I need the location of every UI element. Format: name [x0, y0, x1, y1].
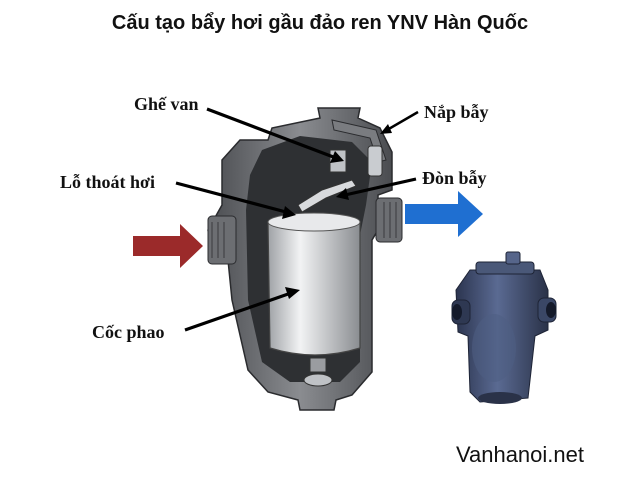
website-watermark: Vanhanoi.net — [456, 442, 584, 468]
label-valve-seat: Ghế van — [134, 94, 199, 115]
outlet-arrow — [405, 191, 483, 237]
label-cap: Nắp bẫy — [424, 102, 489, 123]
label-vent-hole: Lỗ thoát hơi — [60, 172, 155, 193]
label-bucket: Cốc phao — [92, 322, 165, 343]
product-photo — [452, 252, 556, 404]
trap-body — [208, 108, 402, 410]
inlet-arrow — [133, 224, 203, 268]
label-lever: Đòn bẫy — [422, 168, 487, 189]
